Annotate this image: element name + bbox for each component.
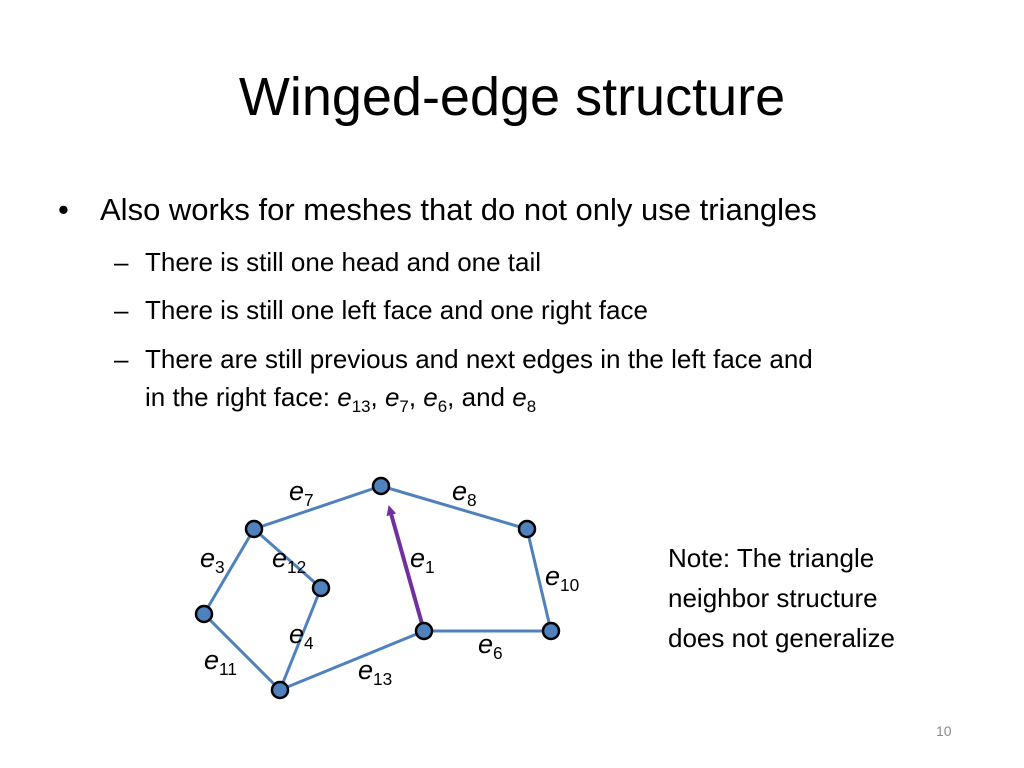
edge-e11 — [202, 612, 282, 692]
vertex — [194, 604, 214, 624]
vertex — [541, 621, 561, 641]
edge-label-sub: 4 — [304, 633, 314, 654]
edge-label-e1: e1 — [410, 543, 435, 576]
mesh-vertices — [194, 476, 561, 700]
ref-sep: , and — [447, 382, 513, 412]
edge-e4 — [278, 586, 323, 692]
ref-sub: 6 — [437, 396, 448, 416]
vertex — [270, 680, 290, 700]
edge-label-sub: 1 — [425, 557, 435, 578]
vertex — [517, 519, 537, 539]
edge-e8 — [379, 484, 529, 531]
bullet-marker: • — [58, 192, 69, 227]
edge-label-e13: e13 — [358, 655, 392, 688]
page-number: 10 — [936, 723, 952, 739]
note-line: does not generalize — [668, 623, 895, 653]
edge-e1-directed — [386, 505, 426, 632]
edge-label-e6: e6 — [478, 629, 503, 662]
ref-var: e — [512, 382, 527, 412]
edge-label-var: e — [272, 543, 288, 573]
edge-label-var: e — [289, 619, 305, 649]
ref-sub: 7 — [399, 396, 409, 416]
edge-label-var: e — [410, 543, 426, 573]
edge-label-e10: e10 — [545, 561, 579, 594]
edge-label-e11: e11 — [204, 645, 237, 678]
slide-title: Winged-edge structure — [238, 67, 786, 127]
edge-e12 — [252, 527, 323, 590]
vertex — [414, 621, 434, 641]
subbullet-marker: – — [114, 344, 129, 374]
ref-sep: , — [408, 382, 424, 412]
vertex — [311, 578, 331, 598]
ref-var: e — [423, 382, 438, 412]
edge-label-e3: e3 — [200, 543, 225, 576]
edge-label-sub: 13 — [373, 669, 393, 690]
subbullet-text-line1: There are still previous and next edges … — [145, 344, 813, 374]
vertex — [244, 519, 264, 539]
subbullet-text-line2: in the right face: e13, e7, e6, and e8 — [145, 378, 536, 416]
ref-sub: 8 — [526, 396, 537, 416]
edge-label-var: e — [452, 476, 468, 506]
edge-label-var: e — [358, 655, 374, 685]
subbullet-marker: – — [114, 295, 129, 325]
edge-label-e4: e4 — [289, 619, 314, 652]
edge-label-e12: e12 — [272, 543, 306, 576]
subbullet-text: There is still one left face and one rig… — [145, 295, 648, 325]
edge-label-sub: 7 — [304, 490, 314, 511]
edge-label-var: e — [478, 629, 494, 659]
edge-label-e8: e8 — [452, 476, 477, 509]
note-box: Note: The triangle neighbor structure do… — [668, 538, 895, 658]
edge-label-e7: e7 — [289, 476, 314, 509]
vertex — [371, 476, 391, 496]
ref-var: e — [384, 382, 400, 412]
ref-sep: , — [370, 382, 385, 412]
edge-label-sub: 10 — [560, 575, 580, 596]
edge-label-var: e — [200, 543, 216, 573]
subbullet-text: There is still one head and one tail — [145, 247, 542, 277]
edge-label-sub: 3 — [215, 557, 225, 578]
note-line: Note: The triangle — [668, 543, 875, 573]
ref-sub: 13 — [351, 396, 371, 416]
edge-label-sub: 11 — [219, 659, 237, 680]
edge-label-var: e — [545, 561, 561, 591]
edge-e3 — [202, 527, 256, 616]
edge-label-sub: 6 — [493, 643, 503, 664]
note-line: neighbor structure — [668, 583, 878, 613]
edge-e13 — [278, 629, 426, 692]
edge-label-var: e — [204, 645, 220, 675]
line2-prefix: in the right face: — [145, 382, 338, 412]
edge-label-sub: 8 — [467, 490, 477, 511]
bullet-text: Also works for meshes that do not only u… — [100, 192, 817, 227]
subbullet-marker: – — [114, 247, 129, 277]
mesh-edges — [202, 484, 553, 692]
edge-e10 — [525, 527, 553, 633]
ref-var: e — [337, 382, 352, 412]
edge-label-var: e — [289, 476, 305, 506]
edge-e7 — [252, 484, 383, 531]
edge-label-sub: 12 — [287, 557, 307, 578]
